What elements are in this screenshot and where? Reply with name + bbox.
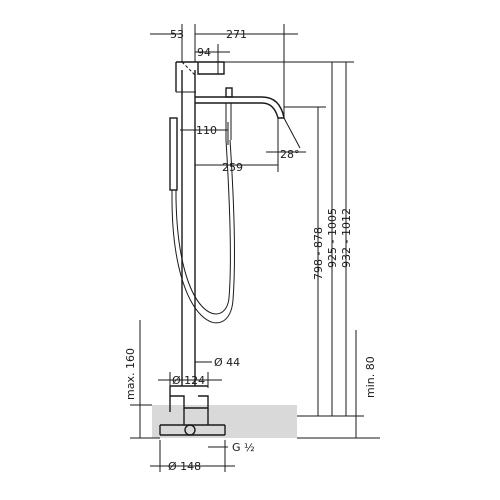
dimension-min-80: min. 80 [297, 330, 380, 439]
dimension-798-878: 798 - 878 [284, 106, 326, 416]
dimension-94: 94 [195, 44, 230, 74]
dimension-dia-124: Ø 124 [158, 372, 222, 388]
label-min-80: min. 80 [364, 356, 377, 398]
label-thread: G ½ [232, 441, 255, 454]
label-925-1005: 925 - 1005 [326, 208, 339, 268]
shower-hose [171, 139, 235, 324]
dimension-53: 53 [150, 24, 196, 62]
hand-shower [169, 117, 178, 198]
dimension-271: 271 [195, 24, 298, 118]
label-932-1012: 932 - 1012 [340, 208, 353, 268]
label-dia-148: Ø 148 [168, 460, 201, 473]
label-dia-44: Ø 44 [214, 356, 240, 369]
label-110: 110 [196, 124, 217, 137]
dimension-max-160: max. 160 [124, 320, 160, 439]
label-271: 271 [226, 28, 247, 41]
dimension-angle: 28° [266, 117, 306, 161]
dimension-110: 110 [180, 122, 229, 145]
label-53: 53 [170, 28, 184, 41]
faucet-base [159, 385, 226, 436]
dimension-thread: G ½ [208, 441, 255, 454]
faucet-body [175, 61, 285, 386]
label-dia-124: Ø 124 [172, 374, 205, 387]
dimension-dia-148: Ø 148 [150, 440, 235, 473]
label-angle: 28° [280, 148, 300, 161]
dimension-925-1005: 925 - 1005 [224, 61, 339, 416]
dimension-259: 259 [195, 118, 279, 174]
label-max-160: max. 160 [124, 348, 137, 400]
dimension-dia-44: Ø 44 [195, 356, 240, 369]
label-259: 259 [222, 161, 243, 174]
label-94: 94 [197, 46, 211, 59]
dimension-932-1012: 932 - 1012 [338, 61, 354, 416]
label-798-878: 798 - 878 [312, 227, 325, 280]
